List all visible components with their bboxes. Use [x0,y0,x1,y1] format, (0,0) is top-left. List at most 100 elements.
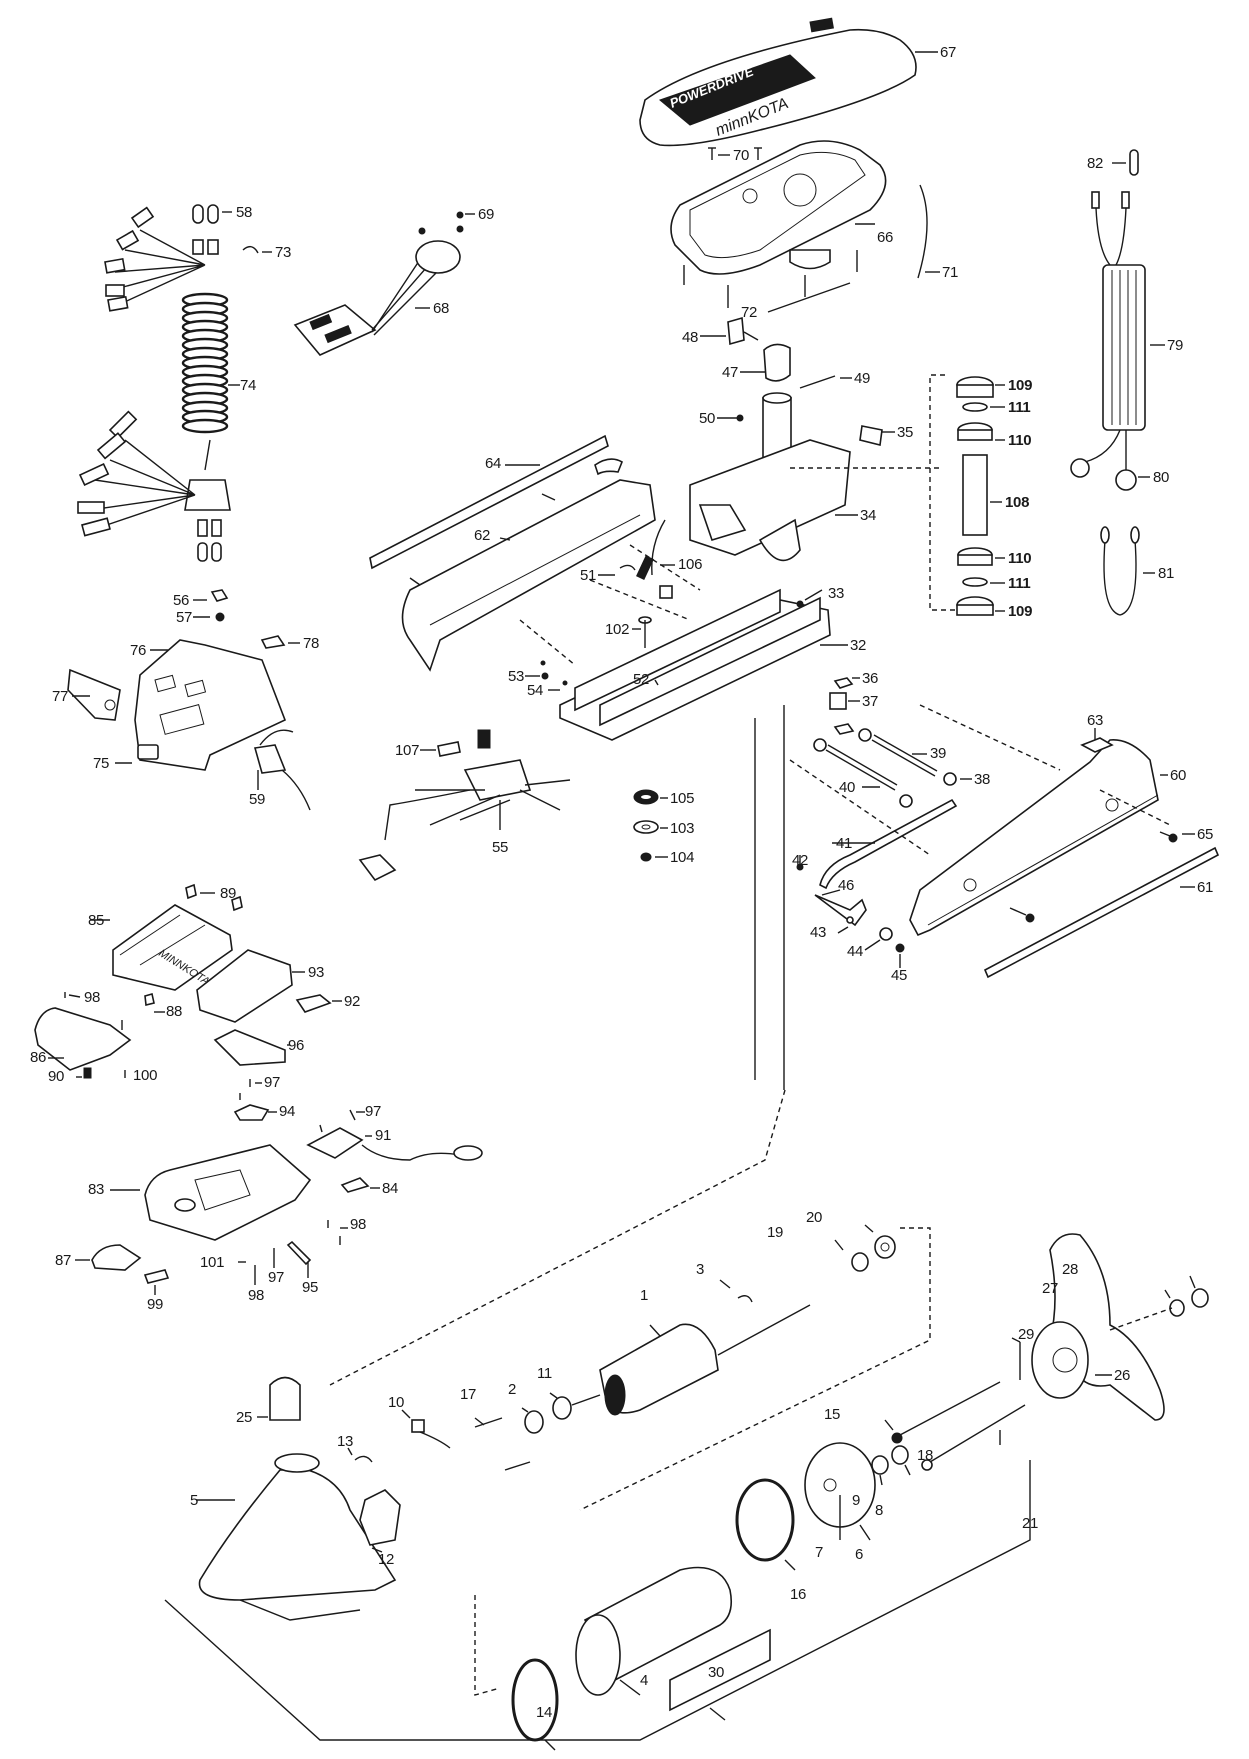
label-57: 57 [176,609,193,626]
label-7: 7 [815,1544,824,1561]
part-47-48-49-50-steering [700,316,852,422]
label-36: 36 [862,670,879,687]
label-72: 72 [741,304,758,321]
label-4: 4 [640,1672,649,1689]
label-49: 49 [854,370,871,387]
label-105: 105 [670,790,695,807]
label-69: 69 [478,206,495,223]
label-107: 107 [395,742,420,759]
label-92: 92 [344,993,361,1010]
label-59: 59 [249,791,266,808]
label-109-bottom: 109 [1008,603,1033,620]
label-26: 26 [1114,1367,1131,1384]
label-90: 90 [48,1068,65,1085]
label-97-b: 97 [365,1103,382,1120]
label-38: 38 [974,771,991,788]
bearing-assembly-bracket [929,374,955,611]
label-79: 79 [1167,337,1184,354]
label-33: 33 [828,585,845,602]
label-39: 39 [930,745,947,762]
label-109-top: 109 [1008,377,1033,394]
label-15: 15 [824,1406,841,1423]
lower-unit-assembly [164,1089,1209,1751]
label-97-c: 97 [268,1269,285,1286]
part-66-housing [670,140,887,313]
label-27: 27 [1042,1280,1059,1297]
label-86: 86 [30,1049,47,1066]
label-68: 68 [433,300,450,317]
label-89: 89 [220,885,237,902]
part-70-screws [708,147,762,160]
label-103: 103 [670,820,695,837]
label-110-bottom: 110 [1008,550,1032,567]
part-108-111-bearing-stack [956,376,1005,616]
label-97-a: 97 [264,1074,281,1091]
label-14: 14 [536,1704,553,1721]
label-32: 32 [850,637,867,654]
label-47: 47 [722,364,739,381]
label-84: 84 [382,1180,399,1197]
part-74-coil-cord [77,204,272,562]
label-10: 10 [388,1394,405,1411]
part-85-93-foot-pedal: MINNKOTA [34,883,483,1295]
label-67: 67 [940,44,957,61]
label-50: 50 [699,410,716,427]
label-30: 30 [708,1664,725,1681]
part-103-105-washers [633,789,668,862]
label-94: 94 [279,1103,296,1120]
label-12: 12 [378,1551,395,1568]
label-62: 62 [474,527,491,544]
label-3: 3 [696,1261,705,1278]
part-51-106-102 [598,519,675,648]
part-62-64-handle [369,434,701,672]
label-93: 93 [308,964,325,981]
label-34: 34 [860,507,877,524]
label-66: 66 [877,229,894,246]
label-102: 102 [605,621,630,638]
label-104: 104 [670,849,695,866]
label-81: 81 [1158,565,1175,582]
label-60: 60 [1170,767,1187,784]
label-9: 9 [852,1492,861,1509]
label-99: 99 [147,1296,164,1313]
label-56: 56 [173,592,190,609]
label-52: 52 [633,671,650,688]
label-76: 76 [130,642,147,659]
label-42: 42 [792,852,809,869]
label-111-top: 111 [1008,399,1031,416]
label-108: 108 [1005,494,1030,511]
label-44: 44 [847,943,864,960]
label-70: 70 [733,147,750,164]
label-110-top: 110 [1008,432,1032,449]
label-16: 16 [790,1586,807,1603]
label-35: 35 [897,424,914,441]
label-13: 13 [337,1433,354,1450]
coil-turn [181,418,229,434]
label-18: 18 [917,1447,934,1464]
part-41-46-latch [796,798,958,968]
label-1: 1 [640,1287,649,1304]
part-71-cable [917,184,928,279]
label-58: 58 [236,204,253,221]
label-88: 88 [166,1003,183,1020]
part-32-mount-bracket [525,588,848,1090]
label-65: 65 [1197,826,1214,843]
label-8: 8 [875,1502,884,1519]
label-40: 40 [839,779,856,796]
part-67-cover: POWERDRIVE minnKOTA [639,17,938,147]
label-19: 19 [767,1224,784,1241]
label-96: 96 [288,1037,305,1054]
guide-line [589,579,691,621]
label-80: 80 [1153,469,1170,486]
label-11: 11 [537,1365,552,1382]
label-61: 61 [1197,879,1214,896]
label-85: 85 [88,912,105,929]
label-43: 43 [810,924,827,941]
label-71: 71 [942,264,959,281]
label-98-bottom: 98 [248,1287,265,1304]
label-2: 2 [508,1381,517,1398]
label-98-top: 98 [84,989,101,1006]
label-73: 73 [275,244,292,261]
part-34-mount-housing [689,392,940,562]
label-78: 78 [303,635,320,652]
